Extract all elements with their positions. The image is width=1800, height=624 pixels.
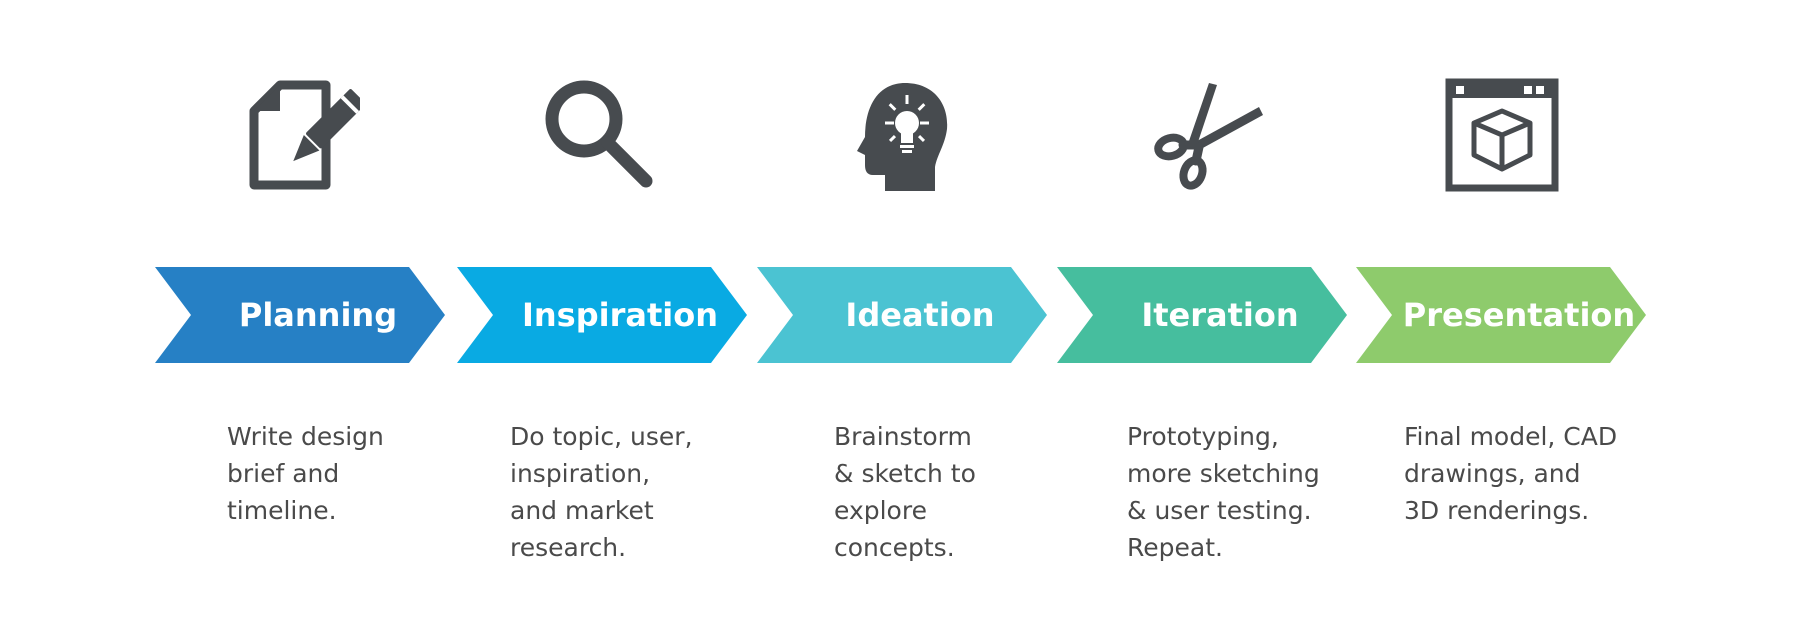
step-label: Planning bbox=[238, 296, 398, 334]
document-pencil-icon bbox=[240, 75, 360, 195]
3d-cube-window-icon bbox=[1442, 75, 1562, 195]
head-lightbulb-icon bbox=[845, 75, 965, 195]
step-description-ideation: Brainstorm & sketch to explore concepts. bbox=[834, 422, 976, 562]
step-description-inspiration: Do topic, user, inspiration, and market … bbox=[510, 422, 693, 562]
step-description-planning: Write design brief and timeline. bbox=[227, 422, 384, 525]
step-description-presentation: Final model, CAD drawings, and 3D render… bbox=[1404, 422, 1618, 525]
step-label: Inspiration bbox=[521, 296, 718, 334]
step-label: Presentation bbox=[1402, 296, 1636, 334]
magnifying-glass-icon bbox=[540, 75, 660, 195]
step-arrow-inspiration: Inspiration bbox=[457, 267, 747, 363]
step-arrow-presentation: Presentation bbox=[1356, 267, 1646, 363]
step-label: Iteration bbox=[1141, 296, 1299, 334]
step-description-iteration: Prototyping, more sketching & user testi… bbox=[1127, 422, 1320, 562]
step-label: Ideation bbox=[845, 296, 995, 334]
step-arrow-planning: Planning bbox=[155, 267, 445, 363]
scissors-icon bbox=[1145, 75, 1265, 195]
step-arrow-ideation: Ideation bbox=[757, 267, 1047, 363]
step-arrow-iteration: Iteration bbox=[1057, 267, 1347, 363]
